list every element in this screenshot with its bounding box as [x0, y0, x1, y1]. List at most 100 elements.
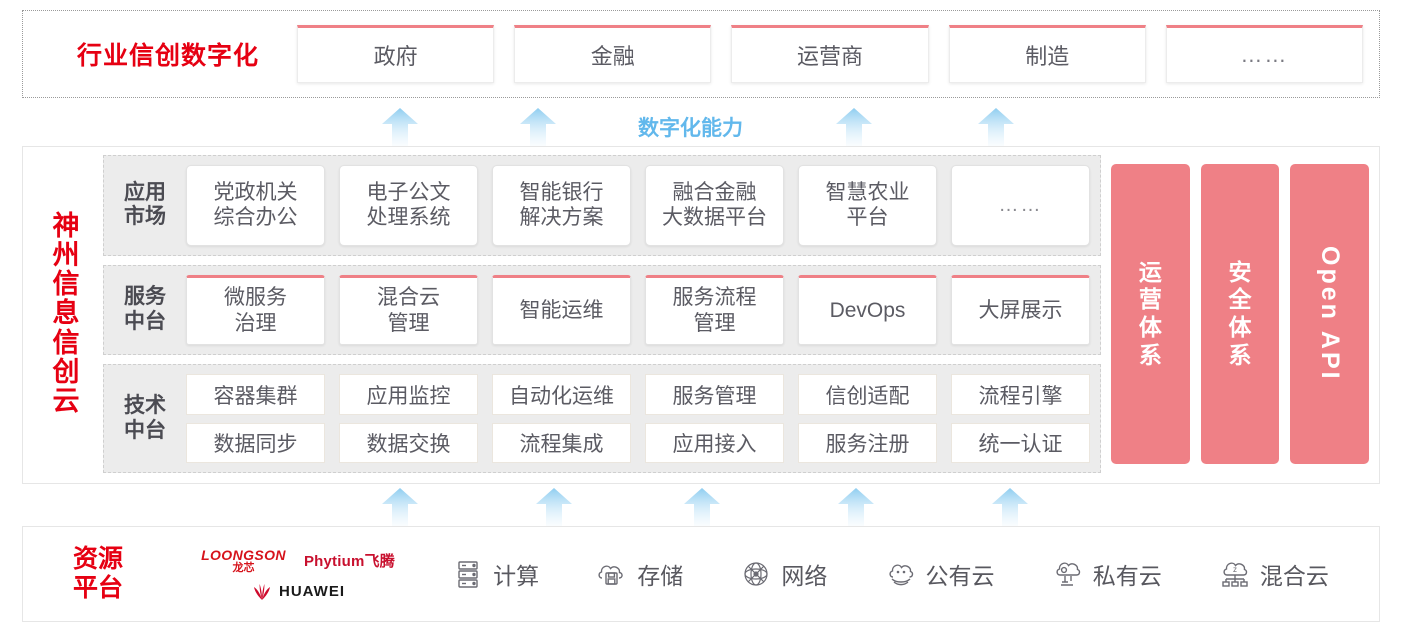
tile-line: 管理 — [693, 312, 736, 336]
resource-item-label: 存储 — [637, 563, 684, 589]
server-icon — [451, 557, 485, 591]
tile-line: 智能银行 — [519, 180, 604, 204]
tile-automated-ops[interactable]: 自动化运维 — [492, 374, 631, 415]
resource-title-line: 资源 — [72, 545, 123, 574]
up-arrow-icon — [676, 488, 728, 526]
tile-line: 智慧农业 — [825, 180, 910, 204]
up-arrow-icon — [984, 488, 1036, 526]
huawei-logo: HUAWEI — [251, 583, 345, 601]
tile-process-integration[interactable]: 流程集成 — [492, 422, 631, 463]
up-arrow-icon — [374, 488, 426, 526]
band-label-line: 中台 — [124, 310, 166, 334]
private-cloud-icon — [1051, 557, 1085, 591]
resource-item-label: 计算 — [493, 563, 540, 589]
tile-unified-auth[interactable]: 统一认证 — [951, 422, 1090, 463]
industry-card-more[interactable]: …… — [1165, 25, 1364, 83]
loongson-logo: LOONGSON 龙芯 — [201, 548, 286, 574]
cloud-title-char: 神 — [52, 210, 80, 241]
band-label-line: 中台 — [124, 418, 166, 442]
tile-line: 解决方案 — [519, 206, 604, 230]
industry-card-manufacturing[interactable]: 制造 — [948, 25, 1146, 83]
tile-service-registry[interactable]: 服务注册 — [798, 422, 937, 463]
band-label-line: 服务 — [124, 285, 166, 309]
tile-data-exchange[interactable]: 数据交换 — [339, 422, 478, 463]
pillar-char: 营 — [1138, 286, 1162, 313]
resource-item-hybrid-cloud[interactable]: z 混合云 — [1218, 557, 1329, 591]
tile-line: 电子公文 — [366, 180, 451, 204]
tile-service-process-management[interactable]: 服务流程 管理 — [645, 274, 784, 346]
industry-card-government[interactable]: 政府 — [297, 25, 495, 83]
loongson-logo-en: LOONGSON — [201, 546, 286, 563]
resource-item-label: 公有云 — [925, 563, 995, 589]
huawei-flower-icon — [251, 583, 273, 601]
cloud-title-char: 信 — [52, 327, 80, 358]
tile-app-market-more[interactable]: …… — [951, 165, 1090, 246]
resource-item-compute[interactable]: 计算 — [451, 557, 539, 591]
tile-smart-agriculture-platform[interactable]: 智慧农业 平台 — [798, 165, 937, 246]
industry-band: 行业信创数字化 政府 金融 运营商 制造 …… — [22, 10, 1380, 98]
hybrid-cloud-icon: z — [1218, 557, 1252, 591]
up-arrow-icon — [828, 108, 880, 146]
network-icon — [739, 557, 773, 591]
resource-item-private-cloud[interactable]: 私有云 — [1051, 557, 1162, 591]
pillar-open-api[interactable]: Open API — [1290, 164, 1370, 464]
tech-row-2: 数据同步 数据交换 流程集成 应用接入 服务注册 统一认证 — [186, 422, 1090, 463]
industry-card-finance[interactable]: 金融 — [514, 25, 712, 83]
tile-process-engine[interactable]: 流程引擎 — [951, 374, 1090, 415]
industry-card-list: 政府 金融 运营商 制造 …… — [297, 23, 1364, 85]
resource-item-label: 混合云 — [1259, 563, 1329, 589]
tile-smart-bank-solution[interactable]: 智能银行 解决方案 — [492, 165, 631, 246]
phytium-logo: Phytium飞腾 — [303, 553, 395, 570]
resource-platform-panel: 资源 平台 LOONGSON 龙芯 Phytium飞腾 — [22, 526, 1380, 622]
vendor-row-bottom: HUAWEI — [251, 583, 345, 601]
cloud-platform-title: 神 州 信 息 信 创 云 — [29, 155, 103, 473]
tile-app-monitoring[interactable]: 应用监控 — [339, 374, 478, 415]
svg-text:z: z — [1233, 565, 1237, 574]
up-arrow-icon — [528, 488, 580, 526]
pillar-char: 安 — [1228, 258, 1252, 285]
resource-platform-title: 资源 平台 — [23, 545, 173, 603]
tile-line: 管理 — [387, 312, 430, 336]
industry-card-operator[interactable]: 运营商 — [731, 25, 929, 83]
tile-party-gov-office[interactable]: 党政机关 综合办公 — [186, 165, 325, 246]
tile-data-sync[interactable]: 数据同步 — [186, 422, 325, 463]
tile-line: 党政机关 — [213, 180, 298, 204]
pillar-operations-system[interactable]: 运 营 体 系 — [1111, 164, 1190, 464]
pillar-char: 体 — [1228, 314, 1252, 340]
tile-finance-bigdata-platform[interactable]: 融合金融 大数据平台 — [645, 165, 784, 246]
tile-line: 大数据平台 — [662, 206, 767, 230]
tile-hybrid-cloud-management[interactable]: 混合云 管理 — [339, 274, 478, 346]
resource-item-label: 私有云 — [1092, 563, 1162, 589]
tile-container-cluster[interactable]: 容器集群 — [186, 374, 325, 415]
tile-line: 混合云 — [377, 286, 440, 310]
up-arrow-icon — [374, 108, 426, 146]
vendor-row-top: LOONGSON 龙芯 Phytium飞腾 — [201, 548, 395, 574]
tile-microservice-governance[interactable]: 微服务 治理 — [186, 274, 325, 346]
up-arrow-icon — [970, 108, 1022, 146]
band-service-platform: 服务 中台 微服务 治理 混合云 管 — [103, 264, 1101, 356]
tile-large-screen-display[interactable]: 大屏展示 — [951, 274, 1090, 346]
cloud-title-char: 云 — [52, 385, 80, 416]
resource-arrow-strip — [22, 486, 1380, 526]
cloud-title-char: 信 — [52, 269, 80, 300]
tile-edoc-system[interactable]: 电子公文 处理系统 — [339, 165, 478, 246]
resource-item-public-cloud[interactable]: 公有云 — [884, 557, 995, 591]
industry-band-title: 行业信创数字化 — [76, 42, 259, 70]
pillar-security-system[interactable]: 安 全 体 系 — [1200, 164, 1280, 464]
tile-service-management[interactable]: 服务管理 — [645, 374, 784, 415]
resource-item-network[interactable]: 网络 — [739, 557, 827, 591]
band-tech-platform: 技术 中台 容器集群 应用监控 自动化运维 服务管理 信创适配 流程引擎 — [103, 364, 1101, 473]
side-pillars: 运 营 体 系 安 全 体 系 Open API — [1111, 155, 1370, 473]
resource-item-storage[interactable]: 存储 — [595, 557, 683, 591]
band-label-line: 应用 — [124, 180, 166, 204]
pillar-char: 运 — [1138, 258, 1162, 285]
capability-arrow-strip: 数字化能力 — [22, 104, 1380, 146]
resource-title-line: 平台 — [72, 574, 123, 602]
tile-devops[interactable]: DevOps — [798, 274, 937, 346]
tile-app-access[interactable]: 应用接入 — [645, 422, 784, 463]
tile-intelligent-ops[interactable]: 智能运维 — [492, 274, 631, 346]
public-cloud-icon — [884, 557, 918, 591]
tile-xinchuang-adaptation[interactable]: 信创适配 — [798, 374, 937, 415]
tile-line: 平台 — [846, 206, 889, 230]
